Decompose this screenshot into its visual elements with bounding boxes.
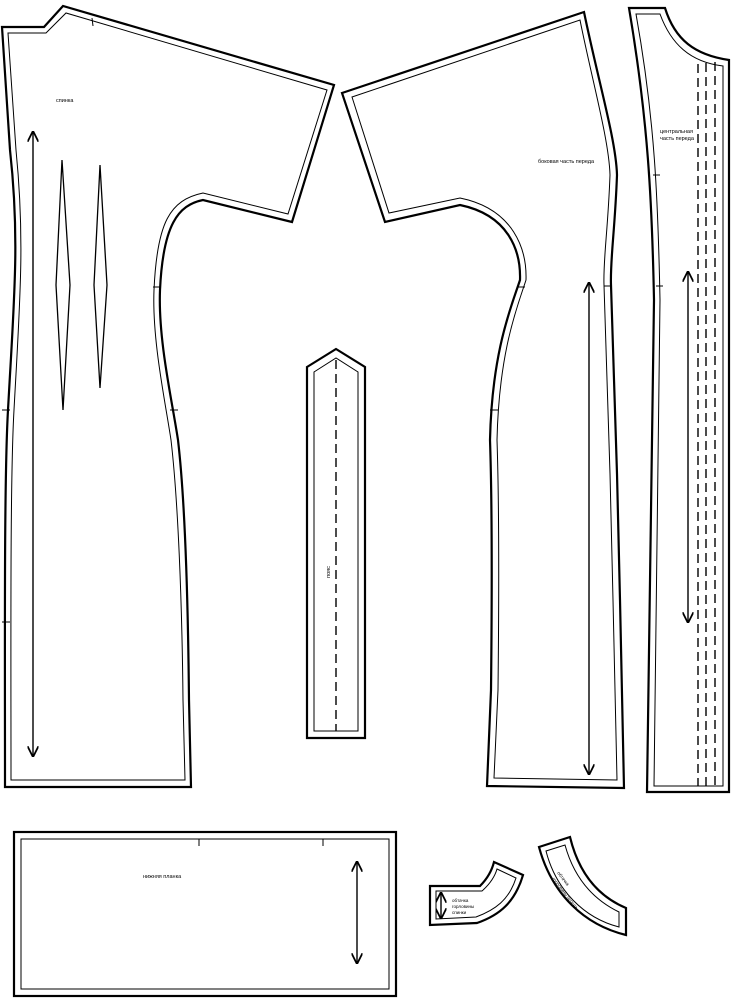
- side-front-seam-line: [351, 19, 618, 781]
- back-neck-facing-seam-line: [435, 868, 517, 920]
- center-front-label-line2: часть переда: [660, 136, 695, 142]
- front-neck-facing-piece: обтачка горловины переда: [537, 835, 628, 937]
- hem-band-seam-line: [20, 838, 390, 990]
- hem-band-cut-line: [12, 830, 398, 998]
- back-neck-facing-label-line1: обтачка: [452, 898, 469, 903]
- back-neck-facing-label-line2: горловины: [452, 904, 474, 909]
- center-front-seam-line: [635, 13, 724, 787]
- front-neck-facing-seam-line: [545, 844, 620, 928]
- side-front-piece: боковая часть переда: [340, 10, 626, 790]
- back-dart-left: [55, 159, 71, 411]
- belt-seam-line: [313, 357, 359, 732]
- back-label: спинка: [56, 98, 74, 104]
- back-neck-facing-cut-line: [428, 860, 525, 927]
- belt-label: пояс: [326, 566, 332, 578]
- center-front-cut-line: [627, 6, 731, 794]
- belt-piece: пояс: [305, 347, 367, 740]
- side-front-label: боковая часть переда: [538, 159, 595, 165]
- belt-cut-line: [305, 347, 367, 740]
- back-dart-right: [93, 164, 108, 389]
- back-neck-facing-label-line3: спинки: [452, 910, 467, 915]
- back-cut-line: [0, 4, 336, 789]
- back-seam-line: [7, 12, 328, 781]
- center-front-piece: центральная часть переда: [627, 6, 731, 794]
- side-front-cut-line: [340, 10, 626, 790]
- hem-band-label: нижняя планка: [143, 874, 182, 880]
- front-neck-facing-cut-line: [537, 835, 628, 937]
- back-neck-facing-piece: обтачка горловины спинки: [428, 860, 525, 927]
- back-piece: спинка: [0, 4, 336, 789]
- center-front-label-line1: центральная: [660, 129, 693, 135]
- back-notch: [91, 17, 94, 27]
- hem-band-piece: нижняя планка: [12, 830, 398, 998]
